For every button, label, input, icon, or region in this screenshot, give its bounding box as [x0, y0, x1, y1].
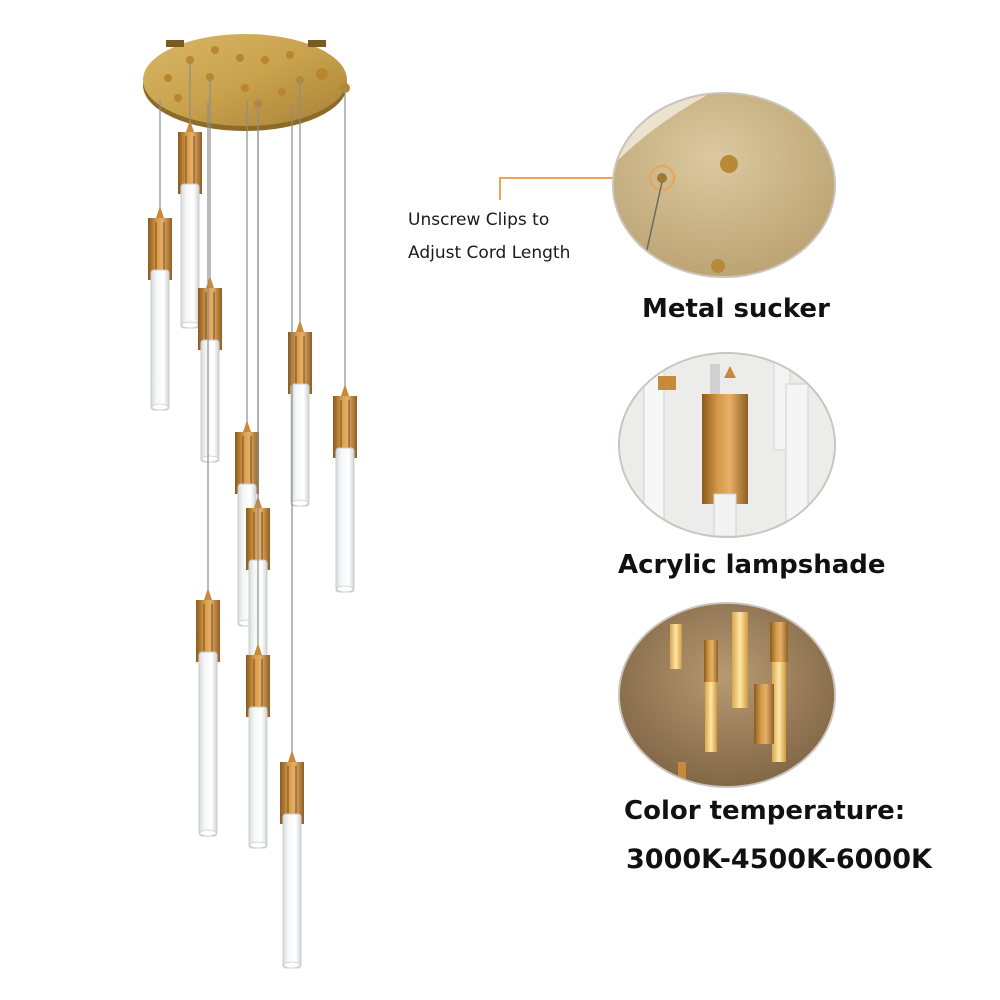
metal-sucker-caption: Metal sucker — [642, 294, 830, 324]
color-temperature-detail — [618, 602, 836, 788]
ceiling-canopy — [143, 34, 347, 131]
pendant-light — [198, 78, 222, 463]
pendant-light — [280, 104, 304, 969]
pendant-light — [288, 80, 312, 507]
pendant-lights — [148, 62, 357, 969]
acrylic-lampshade-caption: Acrylic lampshade — [618, 550, 886, 580]
lit-pendants-icon — [620, 604, 834, 786]
pendant-light — [196, 102, 220, 837]
pendant-light — [246, 98, 270, 849]
canopy-clips — [164, 46, 350, 108]
pendant-closeup-icon — [620, 354, 834, 536]
callout-line-2: Adjust Cord Length — [408, 243, 571, 263]
callout-line-1: Unscrew Clips to — [408, 210, 550, 230]
pendant-light — [178, 62, 202, 329]
color-temperature-caption: Color temperature: — [624, 796, 906, 826]
pendant-light — [148, 100, 172, 411]
callout-leader-line — [499, 177, 660, 200]
pendant-light — [333, 88, 357, 593]
metal-sucker-detail — [612, 92, 836, 278]
cord-length-callout: Unscrew Clips to Adjust Cord Length — [408, 204, 570, 270]
color-temperature-values: 3000K-4500K-6000K — [626, 844, 932, 875]
canopy-closeup-icon — [614, 94, 834, 276]
acrylic-lampshade-detail — [618, 352, 836, 538]
spiral-chandelier-illustration — [143, 34, 357, 969]
